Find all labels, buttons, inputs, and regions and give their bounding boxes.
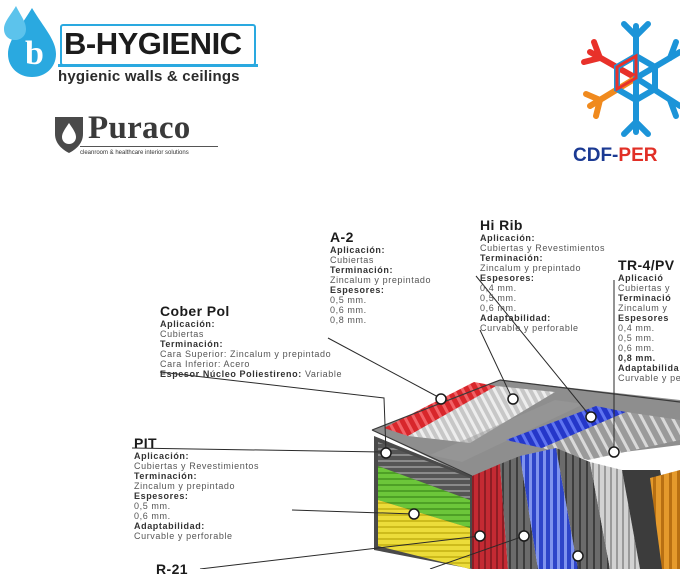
label-tr4-line: 0,6 mm. [618,343,655,353]
label-pit-line: Adaptabilidad: [134,521,205,531]
label-pit-line: Cubiertas y Revestimientos [134,461,260,471]
label-a2-line: 0,5 mm. [330,295,367,305]
label-pit-line: Zincalum y prepintado [134,481,236,491]
cdf-logo-name: CDF-PER [573,145,658,166]
label-hirib-line: Curvable y perforable [480,323,579,333]
label-tr4-line: Espesores [618,313,669,323]
label-pit-line: Aplicación: [134,451,190,461]
label-a2-line: Terminación: [330,265,394,275]
label-hirib-line: 0,4 mm. [480,283,517,293]
svg-text:b: b [25,35,44,72]
bhygienic-tagline-bar [58,64,258,67]
label-tr4-line: Curvable y pe [618,373,680,383]
label-coberpol-line: Cubiertas [160,329,204,339]
snowflake-icon [581,21,680,137]
label-a2-line: Cubiertas [330,255,374,265]
label-pit-title: PIT [134,435,157,451]
label-r21-title: R-21 [156,561,188,577]
label-hirib: Hi Rib Aplicación:Cubiertas y Revestimie… [480,217,606,334]
label-a2-line: Aplicación: [330,245,386,255]
bhygienic-logo-tagline: hygienic walls & ceilings [58,68,240,85]
label-hirib-line: 0,6 mm. [480,303,517,313]
label-tr4-line: 0,8 mm. [618,353,656,363]
label-tr4-line: Terminació [618,293,672,303]
label-a2-line: 0,8 mm. [330,315,367,325]
bhygienic-logo-name: B-HYGIENIC [64,26,242,61]
label-coberpol-line: Cara Superior: Zincalum y prepintado [160,349,332,359]
label-hirib-line: Adaptabilidad: [480,313,551,323]
label-hirib-line: 0,5 mm. [480,293,517,303]
label-tr4-line: Aplicació [618,273,664,283]
label-hirib-line: Zincalum y prepintado [480,263,582,273]
puraco-logo-name: Puraco [88,110,191,146]
shield-drop-icon [55,117,83,153]
label-tr4-line: Zincalum y [618,303,668,313]
label-tr4-line: 0,4 mm. [618,323,655,333]
label-coberpol-line: Espesor Núcleo Poliestireno: Variable [160,369,343,379]
water-drop-icon: b [4,6,56,77]
label-hirib-line: Aplicación: [480,233,536,243]
label-tr4-line: 0,5 mm. [618,333,655,343]
label-tr4-title: TR-4/PV [618,257,675,273]
label-tr4-line: Cubiertas y [618,283,671,293]
label-hirib-title: Hi Rib [480,217,523,233]
label-a2-line: 0,6 mm. [330,305,367,315]
label-a2-line: Espesores: [330,285,385,295]
label-coberpol-line: Terminación: [160,339,224,349]
label-a2-line: Zincalum y prepintado [330,275,432,285]
puraco-divider [80,146,218,147]
label-pit-line: 0,5 mm. [134,501,171,511]
label-pit-line: Espesores: [134,491,189,501]
label-coberpol-title: Cober Pol [160,303,230,319]
label-pit-line: 0,6 mm. [134,511,171,521]
label-pit-line: Curvable y perforable [134,531,233,541]
label-pit: PIT Aplicación:Cubiertas y Revestimiento… [134,435,260,542]
label-hirib-line: Terminación: [480,253,544,263]
puraco-logo-tagline: cleanroom & healthcare interior solution… [80,150,189,156]
label-r21: R-21 [156,562,188,577]
label-tr4-line: Adaptabilida [618,363,680,373]
label-hirib-line: Espesores: [480,273,535,283]
label-coberpol-line: Cara Inferior: Acero [160,359,251,369]
label-a2-title: A-2 [330,229,354,245]
label-coberpol-line: Aplicación: [160,319,216,329]
label-pit-line: Terminación: [134,471,198,481]
label-hirib-line: Cubiertas y Revestimientos [480,243,606,253]
